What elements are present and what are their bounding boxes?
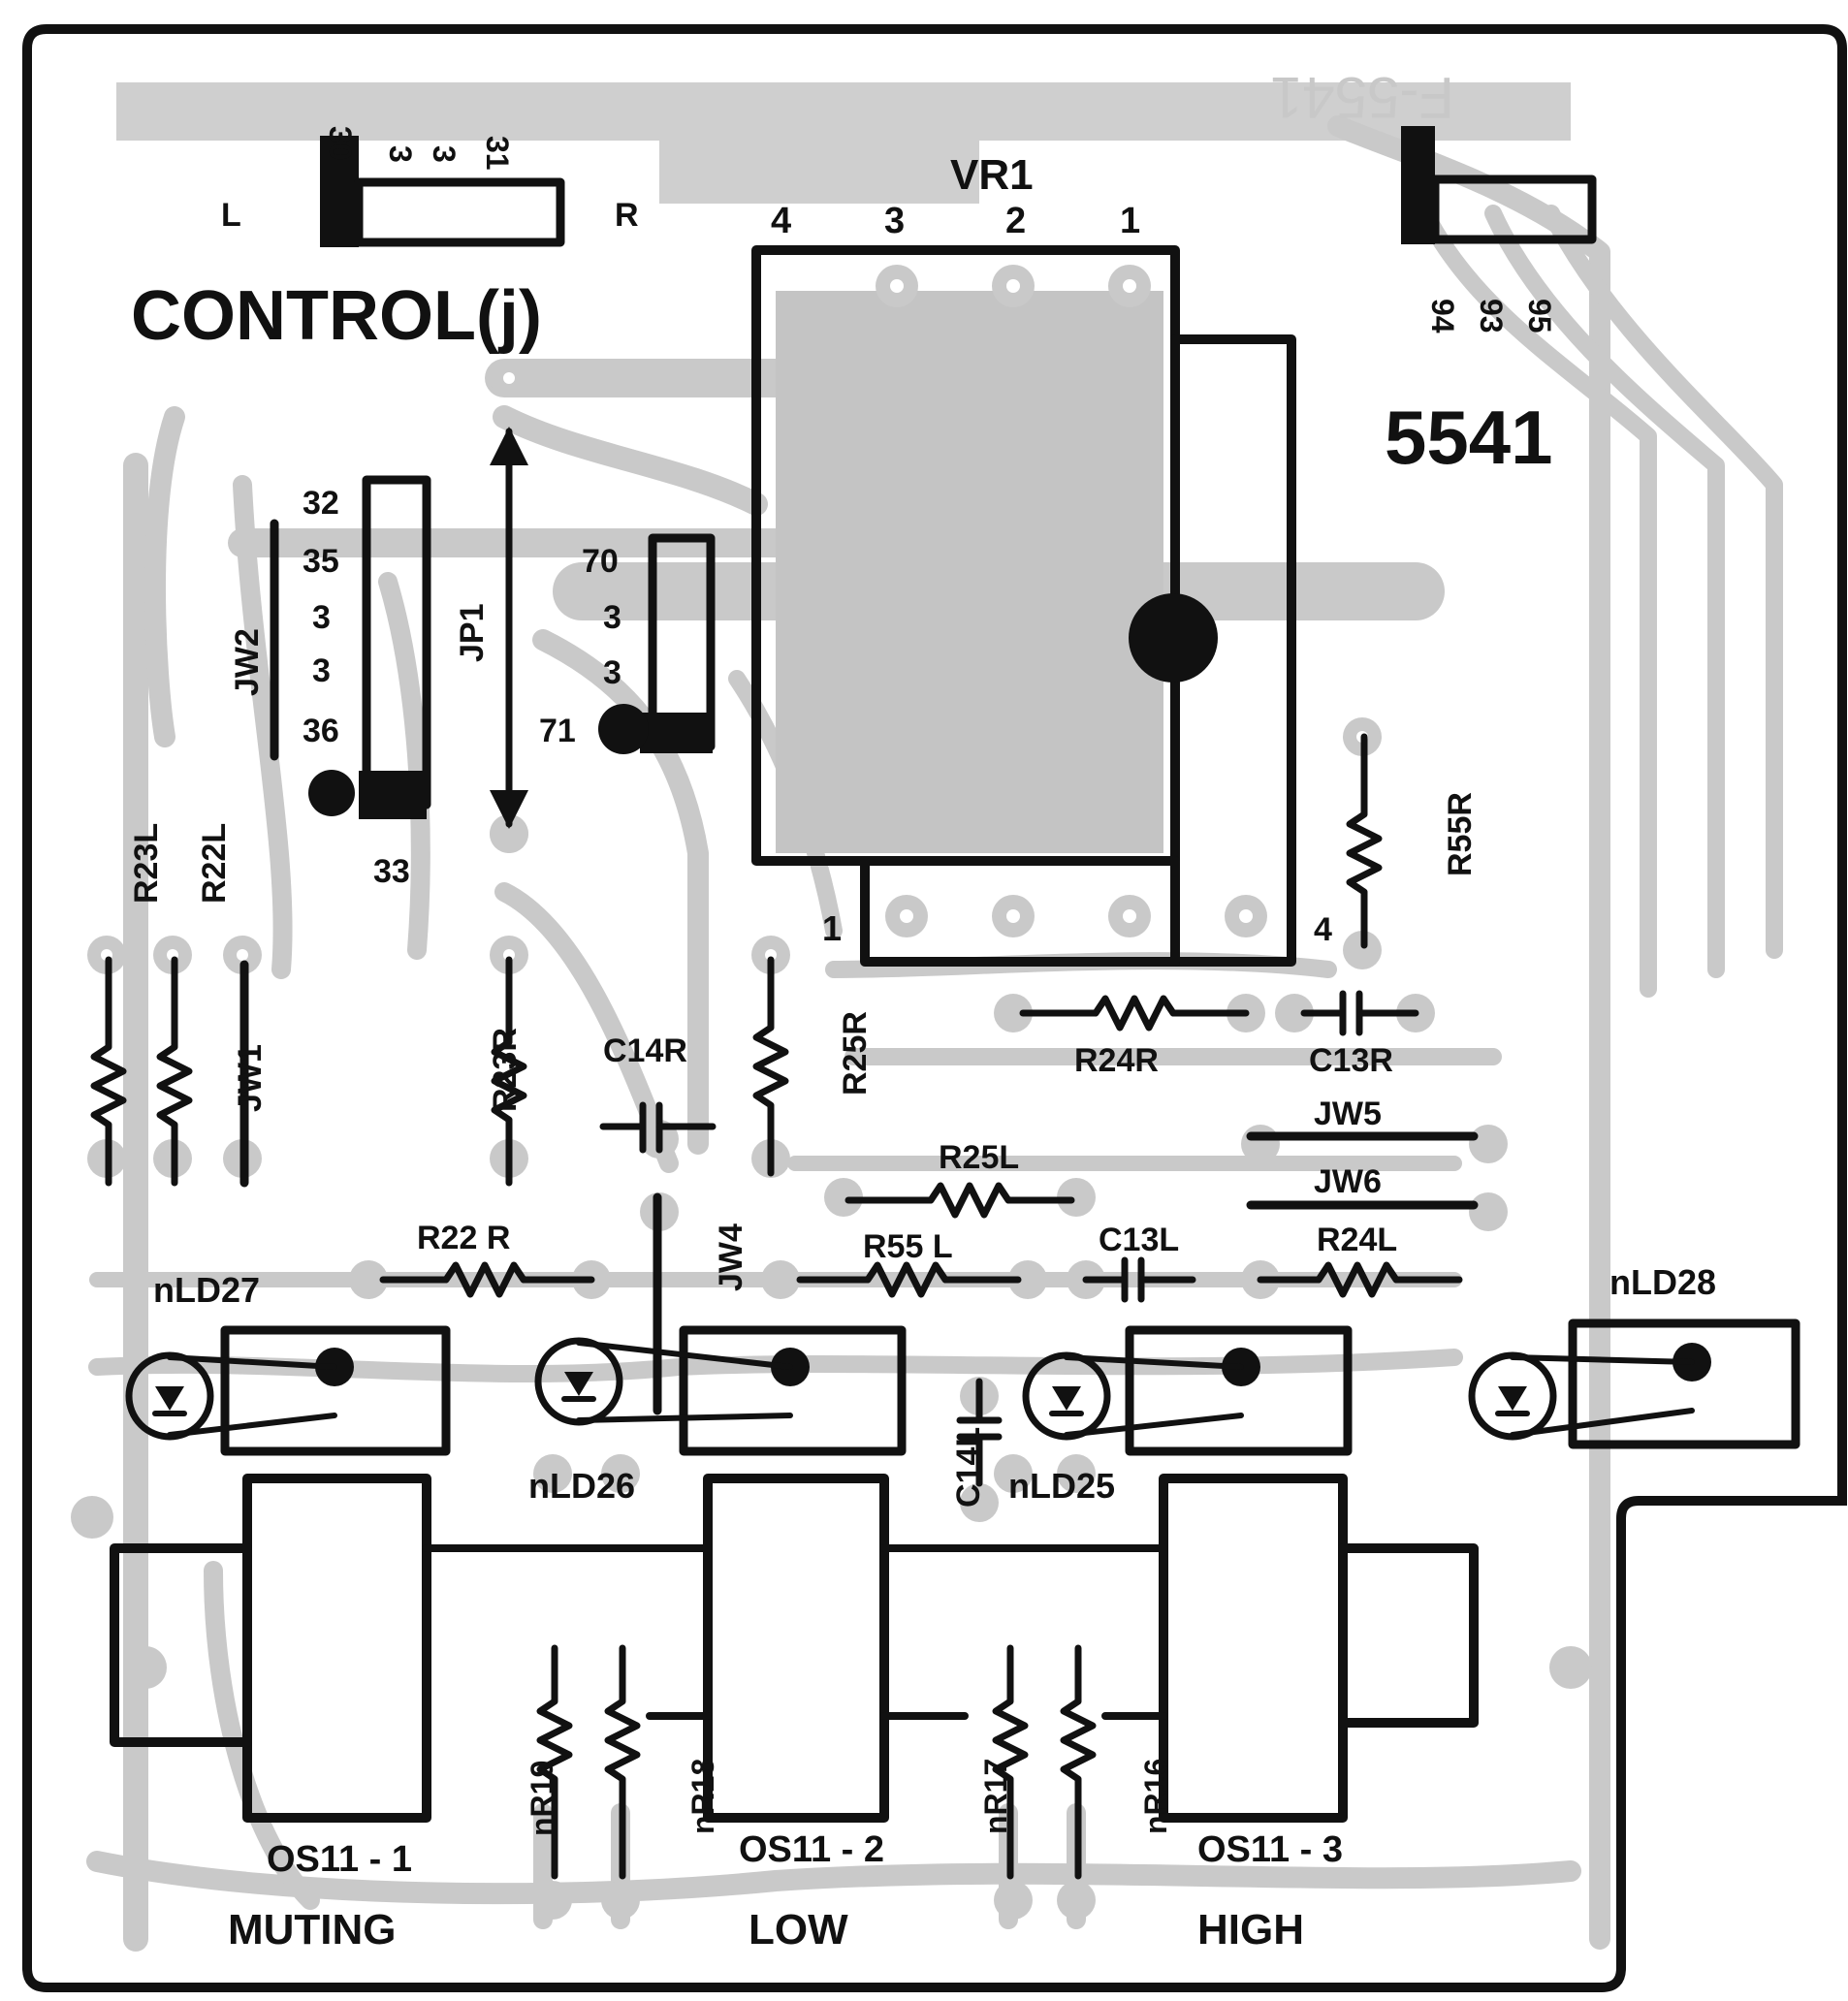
conn70-num-70: 70 (582, 543, 619, 580)
nr16-resistor (1060, 1644, 1097, 1880)
r25r-resistor (752, 956, 789, 1177)
r55r-resistor (1346, 733, 1383, 949)
control-left-label: L (221, 197, 241, 234)
vr1-pin1-bottom: 1 (822, 908, 842, 948)
jp1-num-3a: 3 (312, 599, 331, 636)
jp1-num-32: 32 (303, 485, 339, 522)
r24r-label: R24R (1074, 1042, 1159, 1079)
board-title: CONTROL(j) (131, 277, 542, 355)
components (90, 126, 1800, 1880)
jp1-num-35: 35 (303, 543, 339, 580)
r25l-label: R25L (939, 1139, 1019, 1176)
switch-os11-2 (646, 1474, 1167, 1823)
part-number: 5541 (1385, 395, 1553, 480)
os11-2-label: OS11 - 2 (739, 1829, 884, 1870)
control-pin-3a: 3 (383, 145, 418, 163)
r55l-label: R55 L (863, 1228, 953, 1265)
board-outline (22, 24, 1847, 1992)
r22l-resistor (156, 956, 193, 1187)
vr1-label: VR1 (950, 151, 1034, 199)
jw4-label: JW4 (713, 1223, 749, 1291)
c13r-label: C13R (1309, 1042, 1393, 1079)
r22l-label: R22L (196, 823, 233, 904)
r55l-resistor (796, 1261, 1022, 1298)
led-ld26 (534, 1325, 907, 1456)
c13l-label: C13L (1099, 1222, 1179, 1258)
nr18-resistor (604, 1644, 641, 1880)
led-ld27 (125, 1325, 451, 1456)
right-connector (1430, 175, 1597, 244)
r22r-label: R22 R (417, 1220, 510, 1256)
ld26-label: nLD26 (528, 1466, 635, 1506)
vr1-bottom (860, 856, 1180, 967)
os11-1-label: OS11 - 1 (267, 1839, 412, 1880)
r23r-resistor (491, 956, 527, 1187)
vr1-pin-1: 1 (1120, 201, 1140, 241)
vr1-pin-3: 3 (884, 201, 905, 241)
jp1-bottom-33: 33 (373, 853, 410, 890)
r25l-resistor (844, 1182, 1075, 1219)
r23r-label: R23R (487, 1028, 524, 1112)
jw1-label: JW1 (232, 1044, 269, 1112)
conn70-num-3a: 3 (603, 599, 621, 636)
vr1-shaft (1129, 593, 1218, 683)
jw2-label: JW2 (229, 628, 266, 696)
part-number-silk: F-5541 (1270, 65, 1454, 130)
pin-4-label: 4 (1314, 911, 1332, 948)
switch-os11-3 (1101, 1474, 1479, 1823)
nr18-label: nR18 (685, 1759, 720, 1834)
conn70-num-3b: 3 (603, 654, 621, 691)
control-connector (354, 177, 565, 247)
r55r-label: R55R (1442, 792, 1479, 876)
nr16-label: nR16 (1138, 1759, 1173, 1834)
nr17-label: nR17 (978, 1759, 1013, 1834)
ld27-label: nLD27 (153, 1270, 260, 1310)
control-connector-black-pin (320, 136, 359, 247)
right-pin-94: 94 (1425, 299, 1460, 334)
jp1-num-36: 36 (303, 713, 339, 749)
low-label: LOW (749, 1906, 848, 1953)
labels: F-5541 5541 CONTROL(j) L R 30 3 3 31 94 … (128, 65, 1716, 1953)
ld28-label: nLD28 (1609, 1262, 1716, 1302)
control-right-label: R (615, 197, 639, 234)
r23l-label: R23L (128, 823, 165, 904)
muting-label: MUTING (228, 1906, 397, 1953)
r25r-label: R25R (837, 1011, 874, 1096)
conn70-bottom-71: 71 (539, 713, 576, 749)
jp1-label: JP1 (454, 604, 491, 663)
jw5-label: JW5 (1314, 1096, 1382, 1132)
control-pin-3b: 3 (427, 145, 462, 163)
nr17-resistor (992, 1644, 1029, 1880)
control-pin-30: 30 (323, 126, 358, 161)
jp1-num-3b: 3 (312, 652, 331, 689)
control-pin-31: 31 (480, 136, 515, 171)
switch-os11-1 (110, 1474, 712, 1823)
right-pin-95: 95 (1522, 299, 1557, 334)
nr19-resistor (536, 1644, 573, 1880)
pads (71, 199, 1592, 1920)
right-connector-black-pin (1401, 126, 1435, 244)
nr19-label: nR19 (525, 1761, 559, 1836)
c14r-label: C14R (603, 1032, 687, 1069)
led-ld25 (1022, 1325, 1353, 1456)
c14l-label: C14L (950, 1427, 987, 1508)
led-ld28 (1468, 1318, 1800, 1449)
r24l-label: R24L (1317, 1222, 1397, 1258)
os11-3-label: OS11 - 3 (1197, 1829, 1343, 1870)
high-label: HIGH (1197, 1906, 1304, 1953)
r24l-resistor (1257, 1261, 1463, 1298)
r23l-resistor (90, 956, 127, 1187)
vr1-pin-4: 4 (771, 201, 791, 241)
r24r-resistor (1019, 995, 1250, 1032)
right-pin-93: 93 (1474, 299, 1509, 334)
ld25-label: nLD25 (1008, 1466, 1115, 1506)
jw6-label: JW6 (1314, 1163, 1382, 1200)
vr1-pin-2: 2 (1005, 201, 1026, 241)
r22r-resistor (379, 1261, 595, 1298)
